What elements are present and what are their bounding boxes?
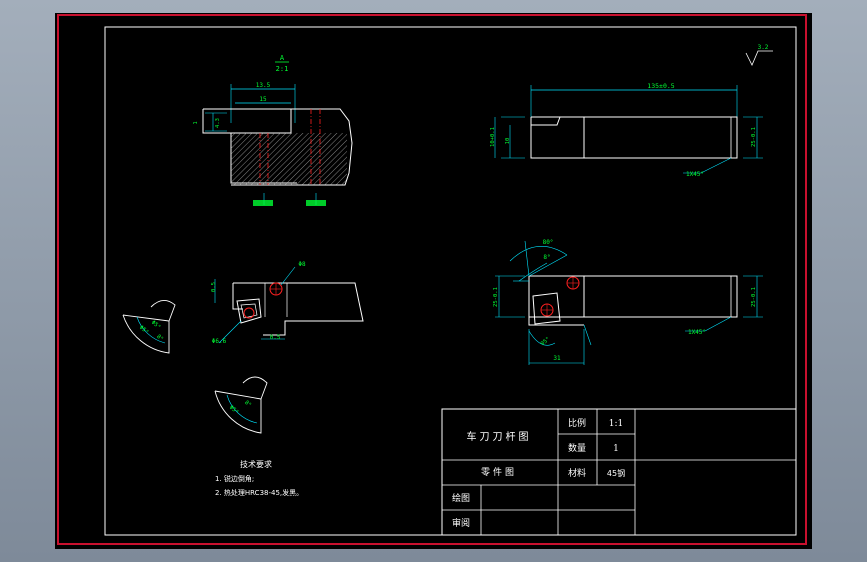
tb-checked-label: 审阅 <box>452 517 470 529</box>
side-length-dim: 135±0.5 <box>647 82 674 90</box>
section-scale: 2:1 <box>276 65 289 73</box>
cad-viewport[interactable]: A 2:1 3.2 13.5 15 4.3 1 <box>55 13 812 549</box>
upper-arc-label-2: Φ5° <box>150 320 161 331</box>
front-dim-top: Φ8 <box>298 261 306 268</box>
upper-arc-label-1: Φ5° <box>138 325 149 336</box>
tb-material-label: 材料 <box>568 467 586 479</box>
tb-scale-label: 比例 <box>568 417 586 429</box>
section-marker: A 2:1 <box>275 54 289 73</box>
detail-dim-1: 1 <box>193 121 199 124</box>
top-bottom-dim: 31 <box>553 355 561 362</box>
tb-qty-value: 1 <box>613 444 619 454</box>
front-dim-bottom-left: Φ6.6 <box>212 338 227 345</box>
roughness-symbol: 3.2 <box>745 44 773 66</box>
cad-drawing: A 2:1 3.2 13.5 15 4.3 1 <box>57 14 807 545</box>
lower-arc-label-2: 8° <box>243 400 252 409</box>
top-chamfer: 1X45° <box>688 329 706 336</box>
top-width-right: 25-0.1 <box>751 287 757 307</box>
detail-section-view: 13.5 15 4.3 1 <box>193 82 353 206</box>
tb-material-value: 45钢 <box>607 468 625 478</box>
section-letter: A <box>280 54 285 62</box>
side-height-left: 10+0.1 <box>490 127 496 147</box>
tb-drawing-name: 车刀刀杆图 <box>467 430 532 443</box>
title-block: 车刀刀杆图 零件图 比例 1:1 数量 1 材料 45钢 绘图 审阅 <box>441 408 797 536</box>
top-angle-8: 8° <box>543 254 550 261</box>
tb-part-label: 零件图 <box>481 466 517 478</box>
top-width-left: 25-0.1 <box>493 287 499 307</box>
side-height-right: 25-0.1 <box>751 127 757 147</box>
inner-border <box>104 26 797 536</box>
outer-frame <box>57 14 807 545</box>
side-height-small: 10 <box>505 138 511 145</box>
upper-arc-label-3: 8° <box>155 334 164 343</box>
roughness-value: 3.2 <box>758 44 769 51</box>
detail-dim-4-3: 4.3 <box>215 118 221 128</box>
front-dim-left: 0.5 <box>211 282 217 292</box>
top-corner-angle: 95° <box>540 336 551 347</box>
technical-notes: 技术要求 1. 锐边倒角; 2. 热处理HRC38-45,发黑。 <box>215 459 303 497</box>
detail-dim-13-5: 13.5 <box>256 82 271 89</box>
detail-arc-lower: Φ5° 8° <box>214 376 268 434</box>
notes-item-2: 2. 热处理HRC38-45,发黑。 <box>215 488 303 497</box>
detail-dim-15: 15 <box>259 96 267 103</box>
front-view: Φ8 0.5 Φ6.6 0.5 <box>211 261 364 345</box>
side-chamfer: 1X45° <box>686 171 704 178</box>
top-angle-80: 80° <box>543 239 554 246</box>
side-view: 135±0.5 10+0.1 10 25-0.1 1X45° <box>490 82 763 178</box>
tb-scale-value: 1:1 <box>609 419 623 429</box>
top-view: 80° 8° 25-0.1 25-0.1 31 95° 1X45° <box>493 239 763 365</box>
notes-item-1: 1. 锐边倒角; <box>215 474 254 483</box>
tb-qty-label: 数量 <box>568 442 586 454</box>
front-insert-screw <box>243 307 255 319</box>
tb-drawn-label: 绘图 <box>452 492 470 504</box>
lower-arc-label-1: Φ5° <box>228 405 239 416</box>
detail-arc-upper: Φ5° Φ5° 8° <box>122 300 176 354</box>
front-dim-bottom: 0.5 <box>270 334 281 341</box>
notes-title: 技术要求 <box>240 459 272 469</box>
